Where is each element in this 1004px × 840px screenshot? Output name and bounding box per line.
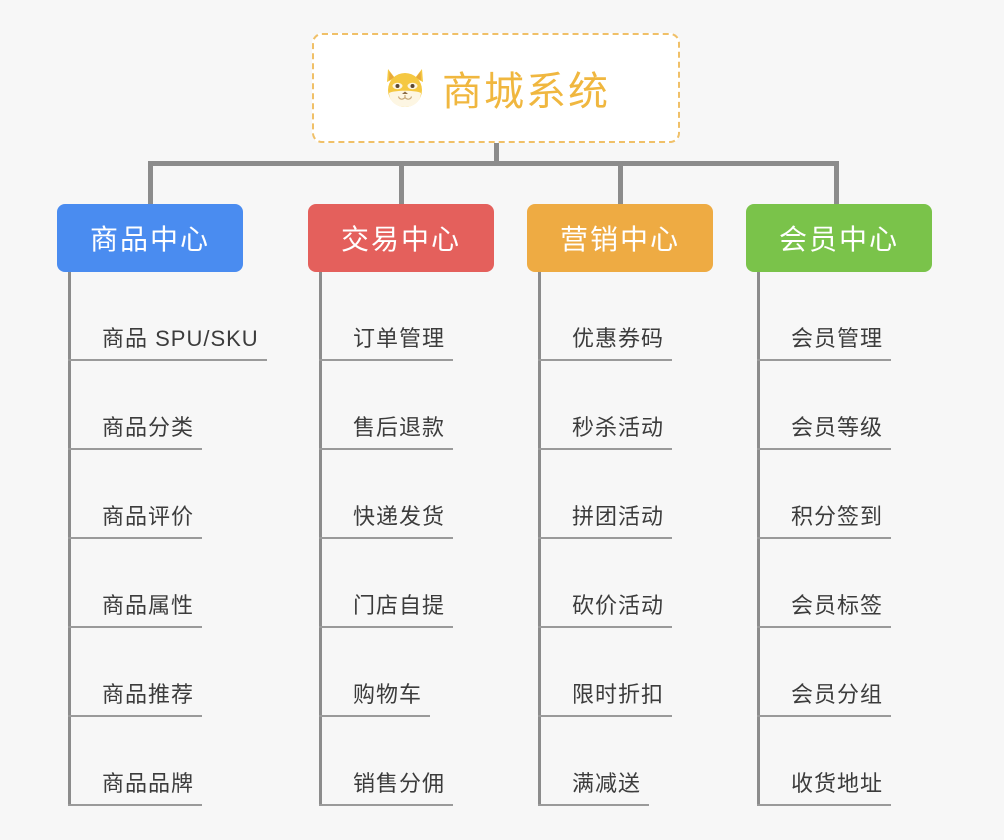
list-item[interactable]: 销售分佣 xyxy=(319,717,494,806)
list-item[interactable]: 拼团活动 xyxy=(538,450,713,539)
connector-root-stub xyxy=(494,143,499,163)
leaf-label: 商品品牌 xyxy=(102,771,195,796)
list-item[interactable]: 砍价活动 xyxy=(538,539,713,628)
column-trade-center: 交易中心 订单管理 售后退款 快递发货 门店自提 购物车 销售分佣 xyxy=(308,204,494,806)
leaf-spine xyxy=(68,272,71,806)
leaf-label: 积分签到 xyxy=(791,504,884,529)
leaf-label: 商品推荐 xyxy=(102,682,195,707)
list-item[interactable]: 商品推荐 xyxy=(68,628,243,717)
connector-drop-member-center xyxy=(834,161,839,206)
leaf-label: 销售分佣 xyxy=(353,771,446,796)
list-item[interactable]: 商品品牌 xyxy=(68,717,243,806)
category-header-marketing-center[interactable]: 营销中心 xyxy=(527,204,713,272)
column-member-center: 会员中心 会员管理 会员等级 积分签到 会员标签 会员分组 收货地址 xyxy=(746,204,932,806)
leaf-label: 商品分类 xyxy=(102,415,195,440)
leaf-label: 会员等级 xyxy=(791,415,884,440)
leaf-label: 限时折扣 xyxy=(572,682,665,707)
list-item[interactable]: 售后退款 xyxy=(319,361,494,450)
leaf-label: 砍价活动 xyxy=(572,593,665,618)
list-item[interactable]: 限时折扣 xyxy=(538,628,713,717)
leaf-spine xyxy=(538,272,541,806)
category-header-member-center[interactable]: 会员中心 xyxy=(746,204,932,272)
root-node[interactable]: 商城系统 xyxy=(312,33,680,143)
list-item[interactable]: 商品评价 xyxy=(68,450,243,539)
leaf-label: 收货地址 xyxy=(791,771,884,796)
list-item[interactable]: 商品 SPU/SKU xyxy=(68,272,267,361)
category-label: 交易中心 xyxy=(340,224,461,255)
leaf-label: 商品 SPU/SKU xyxy=(102,326,259,351)
list-item[interactable]: 会员等级 xyxy=(757,361,932,450)
leaf-label: 会员分组 xyxy=(791,682,884,707)
category-label: 会员中心 xyxy=(778,224,899,255)
list-item[interactable]: 订单管理 xyxy=(319,272,494,361)
connector-drop-marketing-center xyxy=(618,161,623,206)
leaf-spine xyxy=(757,272,760,806)
list-item[interactable]: 会员标签 xyxy=(757,539,932,628)
leaf-list-member-center: 会员管理 会员等级 积分签到 会员标签 会员分组 收货地址 xyxy=(746,272,932,806)
list-item[interactable]: 收货地址 xyxy=(757,717,932,806)
leaf-label: 会员标签 xyxy=(791,593,884,618)
category-label: 商品中心 xyxy=(89,224,210,255)
leaf-label: 商品评价 xyxy=(102,504,195,529)
category-header-trade-center[interactable]: 交易中心 xyxy=(308,204,494,272)
leaf-label: 门店自提 xyxy=(353,593,446,618)
root-title: 商城系统 xyxy=(442,70,610,114)
category-label: 营销中心 xyxy=(559,224,680,255)
list-item[interactable]: 会员管理 xyxy=(757,272,932,361)
connector-horizontal-bus xyxy=(148,161,839,166)
leaf-label: 满减送 xyxy=(572,771,642,796)
list-item[interactable]: 商品属性 xyxy=(68,539,243,628)
list-item[interactable]: 会员分组 xyxy=(757,628,932,717)
leaf-label: 秒杀活动 xyxy=(572,415,665,440)
leaf-label: 优惠券码 xyxy=(572,326,665,351)
column-marketing-center: 营销中心 优惠券码 秒杀活动 拼团活动 砍价活动 限时折扣 满减送 xyxy=(527,204,713,806)
leaf-list-marketing-center: 优惠券码 秒杀活动 拼团活动 砍价活动 限时折扣 满减送 xyxy=(527,272,713,806)
list-item[interactable]: 满减送 xyxy=(538,717,713,806)
leaf-label: 售后退款 xyxy=(353,415,446,440)
leaf-list-trade-center: 订单管理 售后退款 快递发货 门店自提 购物车 销售分佣 xyxy=(308,272,494,806)
leaf-label: 快递发货 xyxy=(353,504,446,529)
connector-drop-product-center xyxy=(148,161,153,206)
list-item[interactable]: 积分签到 xyxy=(757,450,932,539)
leaf-label: 拼团活动 xyxy=(572,504,665,529)
connector-drop-trade-center xyxy=(399,161,404,206)
list-item[interactable]: 门店自提 xyxy=(319,539,494,628)
leaf-spine xyxy=(319,272,322,806)
list-item[interactable]: 秒杀活动 xyxy=(538,361,713,450)
category-header-product-center[interactable]: 商品中心 xyxy=(57,204,243,272)
leaf-list-product-center: 商品 SPU/SKU 商品分类 商品评价 商品属性 商品推荐 商品品牌 xyxy=(57,272,267,806)
list-item[interactable]: 商品分类 xyxy=(68,361,243,450)
list-item[interactable]: 购物车 xyxy=(319,628,494,717)
leaf-label: 商品属性 xyxy=(102,593,195,618)
column-product-center: 商品中心 商品 SPU/SKU 商品分类 商品评价 商品属性 商品推荐 商品品牌 xyxy=(57,204,267,806)
list-item[interactable]: 快递发货 xyxy=(319,450,494,539)
list-item[interactable]: 优惠券码 xyxy=(538,272,713,361)
leaf-label: 订单管理 xyxy=(353,326,446,351)
leaf-label: 会员管理 xyxy=(791,326,884,351)
shiba-dog-face-icon xyxy=(382,65,428,111)
leaf-label: 购物车 xyxy=(353,682,423,707)
